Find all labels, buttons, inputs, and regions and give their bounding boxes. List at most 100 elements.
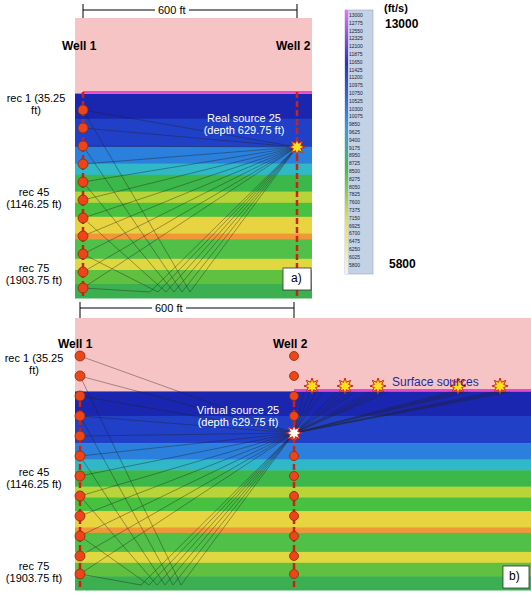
receiver [290, 452, 299, 461]
ray [83, 147, 297, 292]
panel-label: b) [509, 570, 520, 583]
ray [294, 392, 510, 433]
ray [83, 147, 297, 236]
velocity-layer [75, 552, 531, 563]
source-symbol [337, 378, 353, 394]
ray [80, 356, 294, 433]
dimension-label: 600 ft [152, 302, 186, 314]
colorbar-tick: 7375 [349, 207, 360, 213]
velocity-layer [75, 533, 531, 553]
ray [80, 433, 294, 476]
colorbar-tick: 8500 [349, 168, 360, 174]
velocity-layer [75, 487, 531, 498]
dimension-label: 600 ft [155, 4, 189, 16]
velocity-layer [75, 498, 531, 512]
velocity-layer [75, 217, 312, 234]
colorbar-max: 13000 [385, 18, 418, 31]
ray [83, 147, 297, 292]
colorbar-tick: 6250 [349, 246, 360, 252]
colorbar-tick: 10075 [349, 113, 363, 119]
receiver-label: rec 45 (1146.25 ft) [2, 186, 66, 210]
colorbar-tick: 8950 [349, 152, 360, 158]
receiver [75, 411, 85, 421]
velocity-layer [75, 563, 531, 577]
panel-label: a) [291, 272, 302, 285]
receiver-label: rec 45 (1146.25 ft) [2, 466, 66, 490]
ray [83, 147, 297, 254]
receiver [290, 372, 299, 381]
ray [294, 392, 370, 433]
receiver [78, 177, 88, 187]
ray [80, 433, 294, 496]
ray [83, 146, 297, 292]
colorbar-tick: 11650 [349, 59, 363, 65]
receiver [75, 391, 85, 401]
colorbar-min: 5800 [389, 258, 416, 271]
colorbar-tick: 8050 [349, 184, 360, 190]
well-label: Well 2 [276, 40, 310, 53]
receiver [290, 512, 299, 521]
receiver [78, 105, 88, 115]
well-label: Well 1 [58, 338, 92, 351]
receiver [75, 569, 85, 579]
source-label: Real source 25 (depth 629.75 ft) [192, 112, 296, 136]
colorbar-tick: 12550 [349, 28, 363, 34]
receiver [78, 141, 88, 151]
unit-label: (ft/s) [384, 2, 408, 14]
receiver [290, 552, 299, 561]
ray [294, 392, 382, 433]
receiver [78, 195, 88, 205]
ray [80, 396, 294, 433]
ray [294, 392, 376, 433]
velocity-layer [75, 284, 312, 299]
ray [80, 433, 294, 456]
receiver [290, 532, 299, 541]
colorbar-tick: 10300 [349, 106, 363, 112]
ray [80, 433, 294, 556]
receiver [75, 431, 85, 441]
colorbar-tick: 12100 [349, 43, 363, 49]
receiver [78, 267, 88, 277]
velocity-layer [75, 234, 312, 240]
ray [83, 147, 297, 164]
ray [80, 433, 294, 436]
receiver-label: rec 75 (1903.75 ft) [2, 262, 66, 286]
receiver [290, 392, 299, 401]
colorbar-tick: 6475 [349, 238, 360, 244]
receiver [78, 213, 88, 223]
ray [83, 147, 297, 182]
colorbar-tick: 10525 [349, 98, 363, 104]
colorbar-tick: 9400 [349, 137, 360, 143]
ray [80, 433, 294, 585]
ray [83, 147, 297, 292]
colorbar-tick: 8725 [349, 160, 360, 166]
ray [80, 433, 294, 585]
receiver [75, 551, 85, 561]
ray [80, 433, 294, 585]
receiver [75, 351, 85, 361]
receiver [75, 511, 85, 521]
receiver [75, 471, 85, 481]
ray [83, 147, 297, 272]
colorbar-tick: 9175 [349, 145, 360, 151]
source-symbol [304, 378, 320, 394]
colorbar-tick: 11875 [349, 51, 363, 57]
source-symbol [492, 378, 508, 394]
colorbar-tick: 10975 [349, 82, 363, 88]
receiver-label: rec 1 (35.25 ft) [2, 352, 66, 376]
velocity-layer [75, 470, 531, 487]
receiver [290, 570, 299, 579]
colorbar-tick: 12775 [349, 20, 363, 26]
receiver [78, 159, 88, 169]
ray [83, 110, 297, 147]
ray [80, 433, 294, 536]
colorbar-tick: 8275 [349, 176, 360, 182]
receiver [290, 472, 299, 481]
colorbar-tick: 11200 [349, 74, 363, 80]
colorbar-tick: 12325 [349, 35, 363, 41]
ray [294, 392, 388, 433]
receiver-label: rec 75 (1903.75 ft) [2, 560, 66, 584]
ray [294, 392, 468, 433]
colorbar-tick: 5800 [349, 262, 360, 268]
